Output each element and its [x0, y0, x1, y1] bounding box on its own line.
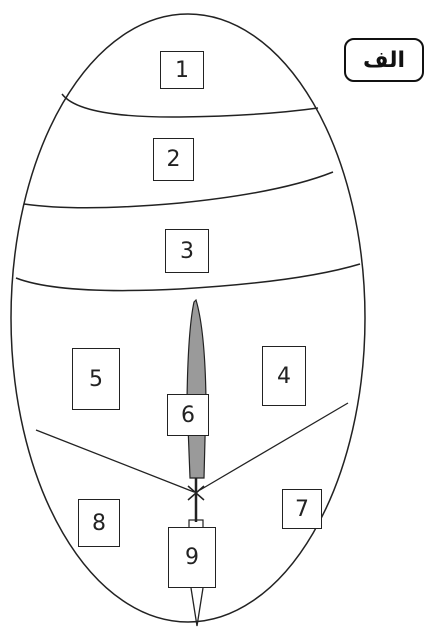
diagonal-line-left [36, 430, 194, 492]
spear-tip [191, 588, 203, 626]
region-label-7: 7 [282, 489, 322, 529]
region-label-2: 2 [153, 138, 194, 181]
region-label-6: 6 [167, 394, 209, 436]
region-label-3: 3 [165, 229, 209, 273]
divider-line-1 [62, 94, 318, 117]
region-label-5: 5 [72, 348, 120, 410]
center-spear [187, 300, 206, 478]
figure-tag: الف [344, 38, 424, 82]
region-label-1: 1 [160, 51, 204, 89]
region-label-9: 9 [168, 527, 216, 588]
region-label-4: 4 [262, 346, 306, 406]
diagonal-line-right [200, 403, 348, 490]
region-label-8: 8 [78, 499, 120, 547]
